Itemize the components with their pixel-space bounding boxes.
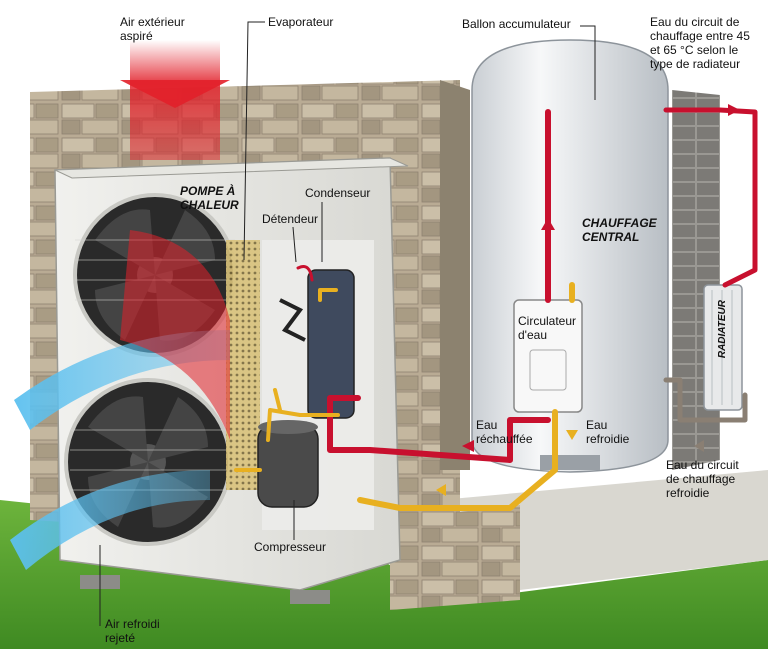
label-air-refroidi: Air refroidi rejeté — [105, 617, 160, 645]
label-eau-refroidie: Eau refroidie — [586, 418, 630, 446]
label-condenseur: Condenseur — [305, 186, 371, 200]
radiator — [703, 284, 743, 411]
leader-lines — [99, 21, 596, 626]
label-compresseur: Compresseur — [254, 540, 327, 554]
label-eau-circuit-chauffage: Eau du circuit de chauffage entre 45 et … — [650, 15, 750, 71]
label-circulateur: Circulateur d'eau — [518, 314, 577, 342]
label-detendeur: Détendeur — [262, 212, 319, 226]
label-evaporateur: Evaporateur — [268, 15, 334, 29]
hot-air-flow — [120, 230, 230, 440]
label-chauffage-central: CHAUFFAGE CENTRAL — [582, 216, 657, 244]
label-eau-circuit-refroidie: Eau du circuit de chauffage refroidie — [666, 458, 739, 500]
label-ballon-accumulateur: Ballon accumulateur — [462, 17, 571, 31]
flow-arrows — [436, 104, 740, 496]
label-radiateur: RADIATEUR — [717, 300, 728, 359]
label-air-exterieur: Air extérieur aspiré — [120, 15, 185, 43]
hot-air-intake-arrow — [120, 40, 230, 160]
label-eau-rechauffee: Eau réchauffée — [476, 418, 533, 446]
label-pompe-a-chaleur: POMPE À CHALEUR — [180, 184, 239, 212]
pipes — [234, 107, 758, 511]
